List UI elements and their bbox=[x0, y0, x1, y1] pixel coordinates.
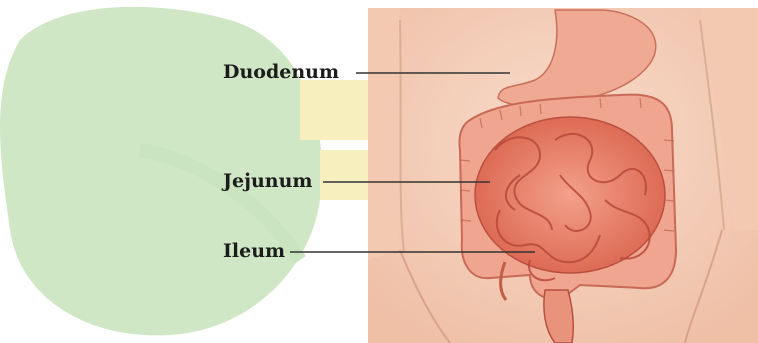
ileum-label: Ileum bbox=[223, 242, 285, 261]
jejunum-label: Jejunum bbox=[223, 172, 313, 191]
small-intestine-shape bbox=[475, 117, 665, 273]
duodenum-label: Duodenum bbox=[223, 63, 339, 82]
